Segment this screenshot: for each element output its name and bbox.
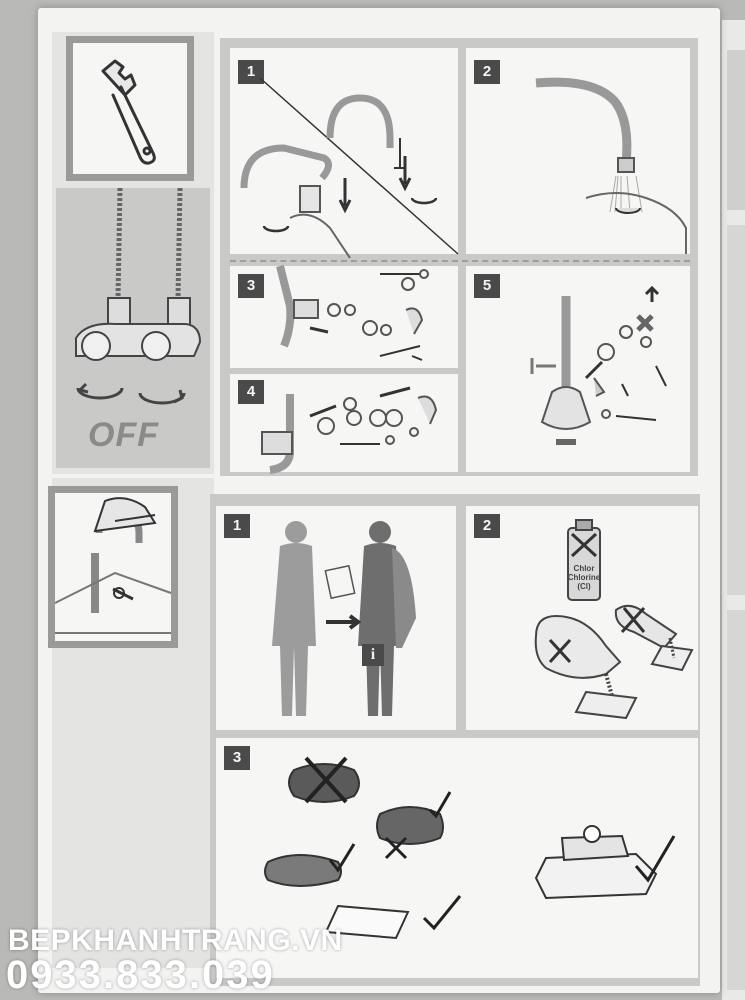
cleaning-tools-cell: 3 — [216, 738, 698, 978]
off-label: OFF — [88, 416, 159, 454]
chemicals-cell: 2 Chlor Chlorine (Cl) — [466, 506, 698, 730]
care-frame — [48, 486, 178, 648]
step-4-cell: 4 — [230, 374, 458, 474]
step-number: 5 — [474, 274, 500, 298]
handover-manual-illustration — [272, 521, 416, 716]
watermark-site: BEPKHANHTRANG.VN — [8, 924, 343, 957]
section-divider — [230, 260, 690, 262]
no-chemicals-illustration — [534, 519, 694, 720]
chemical-label: Chlor Chlorine (Cl) — [567, 564, 601, 591]
step-5-cell: 5 — [466, 266, 690, 472]
step-number: 2 — [474, 60, 500, 84]
cleaning-faucet-icon — [54, 497, 172, 634]
step-3-cell: 3 — [230, 265, 458, 368]
cleaning-tools-illustration — [264, 756, 676, 940]
step-number: 3 — [224, 746, 250, 770]
handover-cell: 1 i — [216, 506, 456, 730]
step-number: 4 — [238, 380, 264, 404]
wrench-icon — [101, 59, 156, 165]
info-symbol: i — [362, 644, 384, 666]
watermark-phone: 0933.833.039 — [6, 953, 275, 997]
aerator-removal-illustration — [240, 77, 459, 259]
step-number: 3 — [238, 274, 264, 298]
cartridge-assembly-illustration — [261, 386, 438, 474]
step-number: 2 — [474, 514, 500, 538]
cartridge-disassembly-illustration — [276, 265, 429, 361]
valve-panel: OFF — [56, 187, 210, 468]
rinse-aerator-illustration — [535, 77, 687, 254]
instruction-sheet: OFF 1 2 — [38, 8, 720, 993]
step-number: 1 — [224, 514, 250, 538]
next-page-edge — [722, 20, 745, 1000]
wrench-frame — [66, 36, 194, 181]
valve-icon — [75, 187, 202, 405]
step-number: 1 — [238, 60, 264, 84]
mixer-cartridge-illustration — [530, 285, 667, 445]
step-1-cell: 1 — [230, 48, 459, 259]
step-2-cell: 2 — [466, 48, 690, 254]
